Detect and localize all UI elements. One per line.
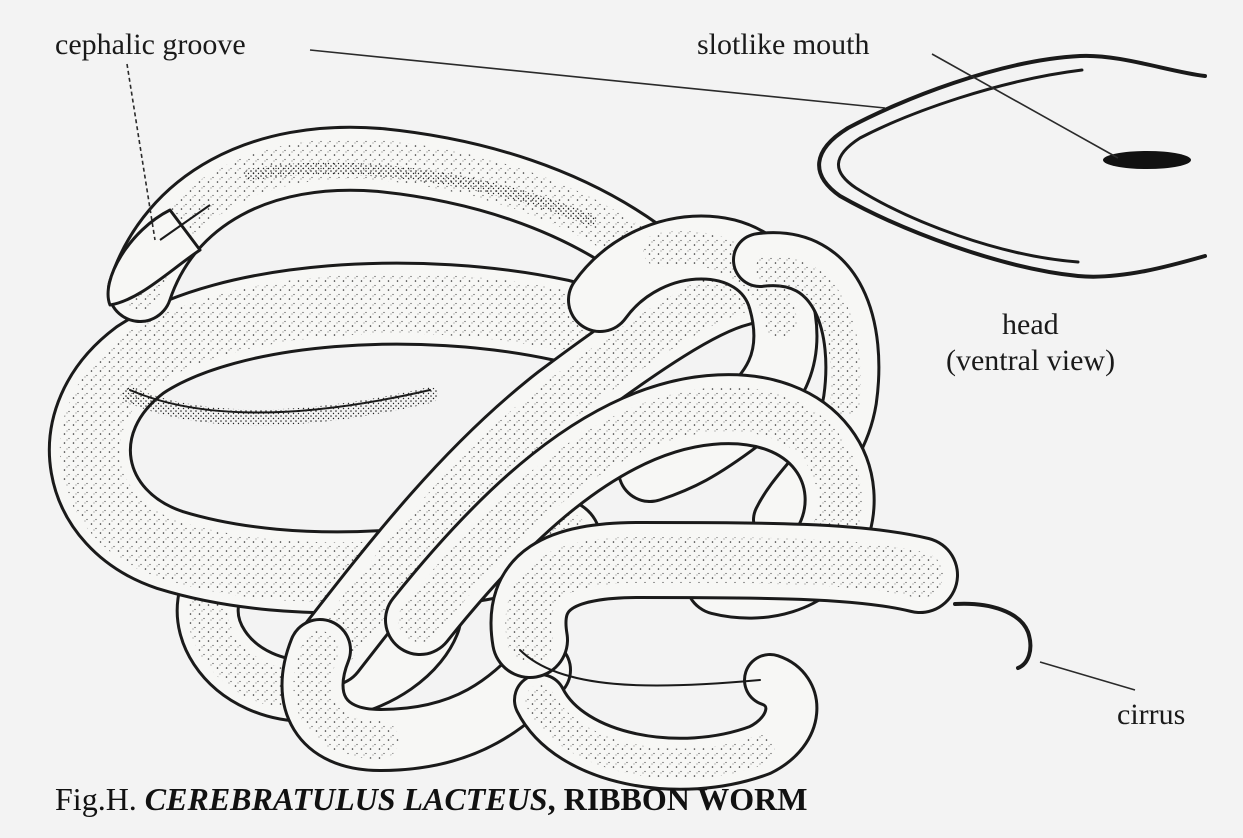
caption-species: CEREBRATULUS LACTEUS bbox=[145, 781, 548, 817]
figure-caption: Fig.H. CEREBRATULUS LACTEUS, RIBBON WORM bbox=[55, 783, 807, 815]
head-label: head bbox=[1002, 310, 1059, 340]
caption-separator: , bbox=[548, 781, 556, 817]
worm-tail-front bbox=[520, 560, 920, 686]
mouth-slot bbox=[1103, 151, 1191, 169]
caption-prefix: Fig.H. bbox=[55, 781, 137, 817]
caption-common-name: RIBBON WORM bbox=[564, 781, 808, 817]
worm-tail-loop bbox=[540, 680, 791, 764]
worm-body bbox=[90, 159, 920, 764]
leader-cirrus bbox=[1040, 662, 1135, 690]
head-ventral-view bbox=[819, 56, 1205, 277]
ventral-view-label: (ventral view) bbox=[946, 346, 1115, 376]
slotlike-mouth-label: slotlike mouth bbox=[697, 30, 870, 60]
cirrus-label: cirrus bbox=[1117, 700, 1185, 730]
cephalic-groove-label: cephalic groove bbox=[55, 30, 246, 60]
leader-slotlike-mouth bbox=[932, 54, 1118, 158]
cirrus-filament bbox=[955, 604, 1030, 668]
